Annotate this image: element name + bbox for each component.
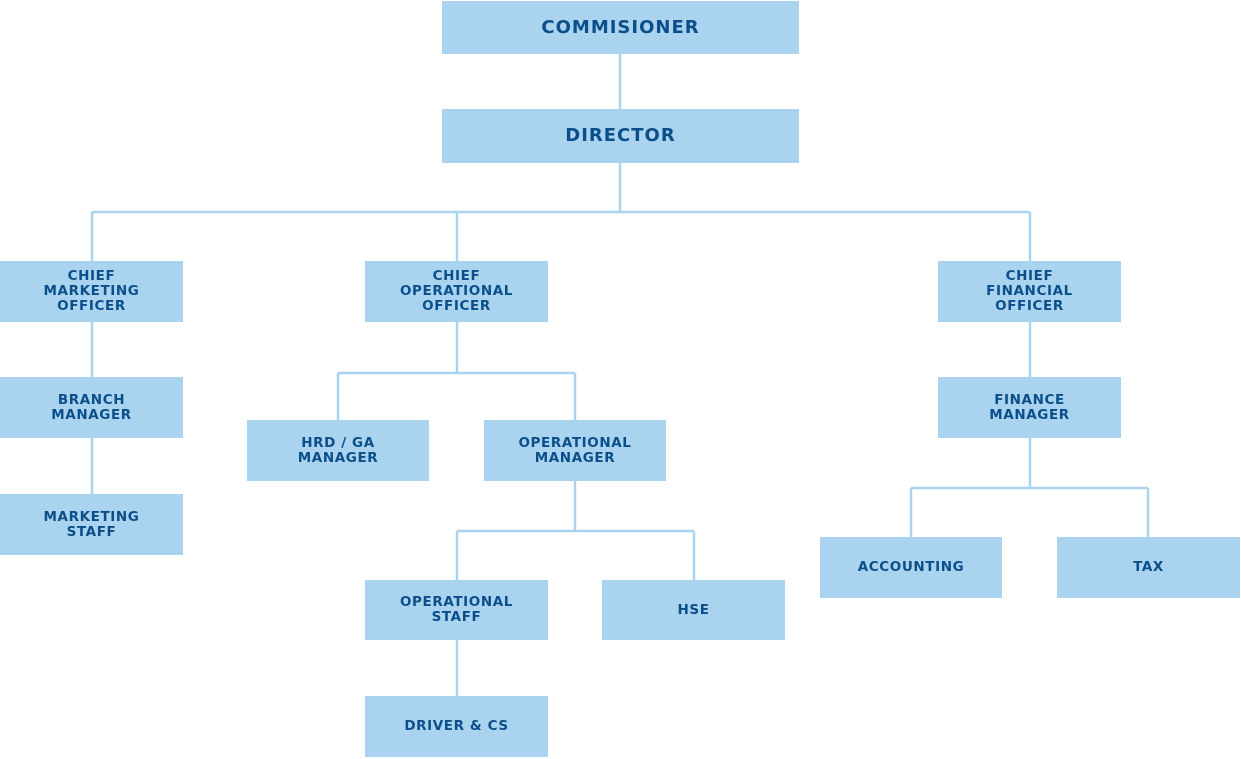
node-marketing-staff-label: MARKETING STAFF bbox=[43, 508, 140, 540]
node-chief-financial-officer-label: CHIEF FINANCIAL OFFICER bbox=[986, 268, 1073, 314]
node-marketing-staff: MARKETING STAFF bbox=[0, 494, 183, 555]
node-chief-financial-officer: CHIEF FINANCIAL OFFICER bbox=[938, 261, 1121, 322]
node-branch-manager: BRANCH MANAGER bbox=[0, 377, 183, 438]
node-driver-cs: DRIVER & CS bbox=[365, 696, 548, 757]
node-chief-marketing-officer-label: CHIEF MARKETING OFFICER bbox=[43, 268, 140, 314]
node-hse-label: HSE bbox=[677, 601, 710, 618]
node-finance-manager-label: FINANCE MANAGER bbox=[989, 391, 1070, 423]
node-chief-operational-officer: CHIEF OPERATIONAL OFFICER bbox=[365, 261, 548, 322]
node-hrd-ga-manager: HRD / GA MANAGER bbox=[247, 420, 429, 481]
node-operational-staff-label: OPERATIONAL STAFF bbox=[399, 594, 514, 625]
node-operational-manager-label: OPERATIONAL MANAGER bbox=[518, 434, 632, 466]
node-operational-staff: OPERATIONAL STAFF bbox=[365, 580, 548, 640]
node-branch-manager-label: BRANCH MANAGER bbox=[51, 391, 132, 423]
node-hrd-ga-manager-label: HRD / GA MANAGER bbox=[297, 434, 379, 466]
node-chief-marketing-officer: CHIEF MARKETING OFFICER bbox=[0, 261, 183, 322]
node-commissioner: COMMISIONER bbox=[442, 1, 799, 54]
node-director: DIRECTOR bbox=[442, 109, 799, 163]
node-director-label: DIRECTOR bbox=[565, 125, 676, 146]
node-accounting: ACCOUNTING bbox=[820, 537, 1002, 598]
node-accounting-label: ACCOUNTING bbox=[857, 559, 965, 575]
node-tax: TAX bbox=[1057, 537, 1240, 598]
node-commissioner-label: COMMISIONER bbox=[541, 16, 700, 38]
node-hse: HSE bbox=[602, 580, 785, 640]
node-chief-operational-officer-label: CHIEF OPERATIONAL OFFICER bbox=[399, 268, 514, 314]
node-finance-manager: FINANCE MANAGER bbox=[938, 377, 1121, 438]
node-tax-label: TAX bbox=[1133, 559, 1164, 575]
node-operational-manager: OPERATIONAL MANAGER bbox=[484, 420, 666, 481]
node-driver-cs-label: DRIVER & CS bbox=[404, 718, 509, 734]
